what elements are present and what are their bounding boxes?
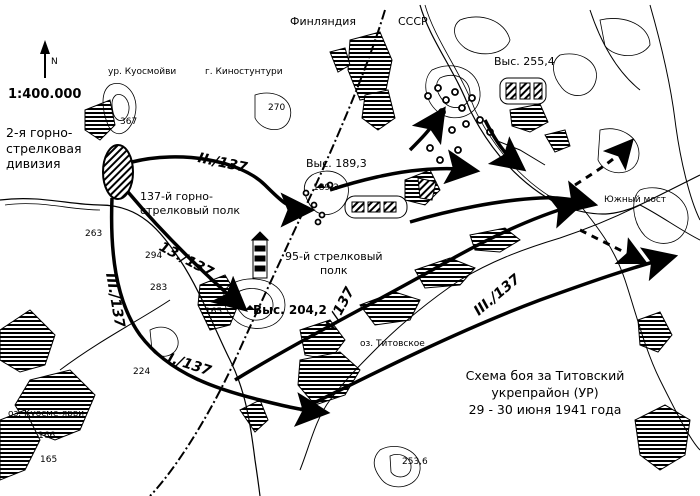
place-h255: Выс. 255,4: [494, 55, 555, 68]
dashed-arrows: [574, 138, 649, 265]
place-south-bridge: Южный мост: [604, 195, 667, 205]
division-2-label: 2-я горно- стрелковая дивизия: [6, 125, 82, 172]
spot-height: 166: [38, 431, 56, 441]
place-kuosme: оз. Куосме-ярви: [8, 409, 85, 419]
spot-height: 263: [85, 229, 103, 239]
fortifications: [250, 77, 547, 279]
border-right-label: СССР: [398, 15, 428, 28]
tower-icon: [250, 231, 270, 279]
spot-height: 294: [145, 251, 163, 261]
regiment-137-label: 137-й горно- стрелковый полк: [140, 190, 241, 218]
attack-arrows: [109, 106, 679, 427]
place-kuosmoaivi: ур. Куосмойви: [108, 67, 177, 77]
spot-height: 253,6: [402, 457, 428, 467]
spot-height: 283: [150, 283, 168, 293]
north-label: N: [51, 57, 58, 67]
scale-label: 1:400.000: [8, 87, 82, 102]
spot-height: 224: [133, 367, 151, 377]
north-arrow: [40, 40, 50, 78]
place-kinostunturi: г. Киностунтури: [205, 67, 283, 77]
border-left-label: Финляндия: [290, 15, 357, 28]
border-line: [149, 9, 386, 496]
spot-height: 367: [120, 117, 138, 127]
spot-height: 189,3: [313, 183, 339, 193]
place-titovskoe: оз. Титовское: [360, 339, 425, 349]
railway: [59, 299, 171, 371]
spot-height: 165: [205, 307, 223, 317]
spot-height: 270: [268, 103, 286, 113]
spot-height: 165: [40, 455, 58, 465]
place-h1893: Выс. 189,3: [306, 157, 367, 170]
regiment-95-label: 95-й стрелковый полк: [285, 250, 383, 278]
place-h2042: Выс. 204,2: [253, 303, 327, 317]
map-title: Схема боя за Титовский укрепрайон (УР) 2…: [465, 368, 625, 417]
hill-marks: [245, 183, 326, 310]
division-position: [102, 144, 134, 200]
